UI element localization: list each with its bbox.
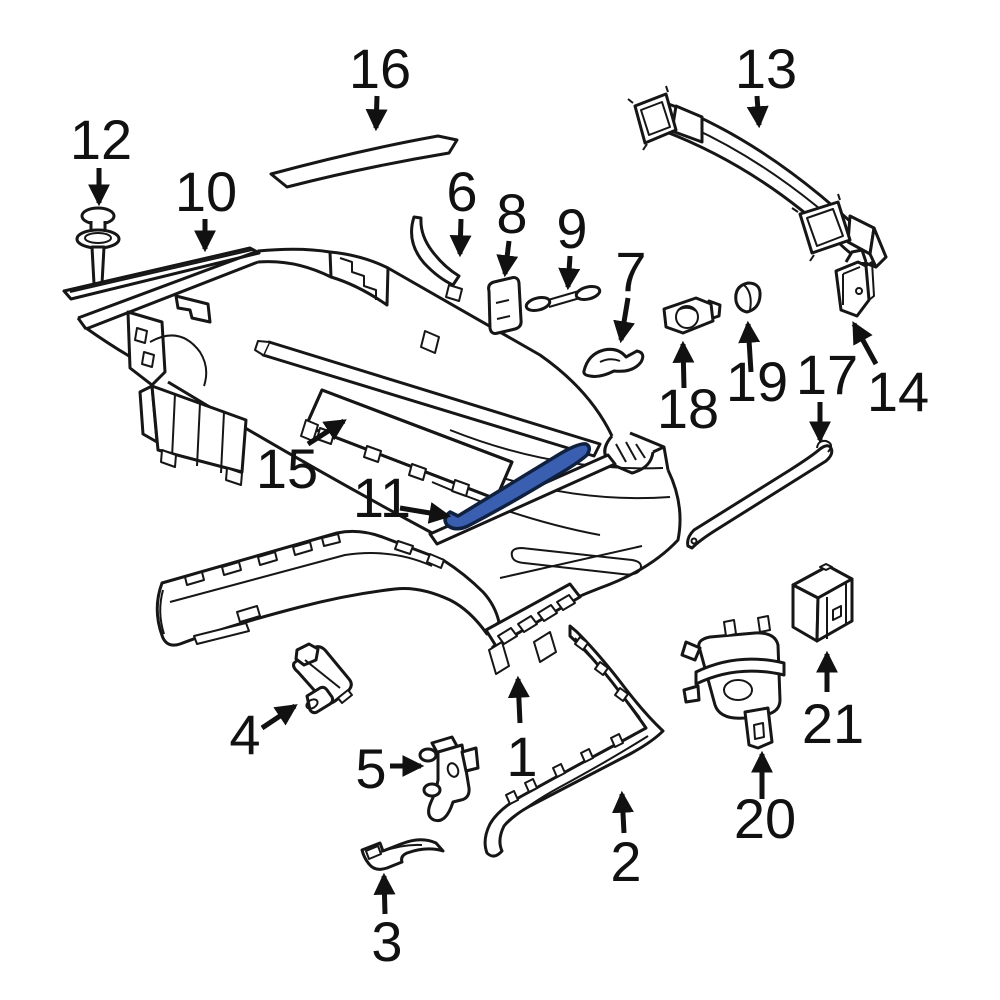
part-11-fill xyxy=(443,442,591,531)
callout-11: 11 xyxy=(353,466,411,529)
arrow-11 xyxy=(399,502,452,524)
arrow-1 xyxy=(507,675,530,724)
part-20-sensor-holder xyxy=(680,615,786,750)
callout-arrows xyxy=(87,95,879,915)
callout-1: 1 xyxy=(506,725,537,788)
callout-5: 5 xyxy=(355,737,386,800)
part-10-upper-shield xyxy=(62,246,261,301)
part-9-wire-link xyxy=(524,284,602,313)
callout-15: 15 xyxy=(256,437,318,500)
part-17-side-strip xyxy=(686,439,834,550)
callout-17: 17 xyxy=(796,343,858,406)
part-8-pad xyxy=(487,276,523,335)
arrow-3 xyxy=(373,872,396,915)
callout-14: 14 xyxy=(867,360,929,423)
bumper-cover xyxy=(76,247,682,650)
callout-6: 6 xyxy=(446,160,477,223)
callout-18: 18 xyxy=(657,377,719,440)
part-12-push-pin xyxy=(75,206,121,286)
part-7-bracket xyxy=(582,347,645,378)
arrow-2 xyxy=(611,790,634,834)
arrow-7 xyxy=(613,297,635,344)
callout-labels: 1 2 3 4 5 6 7 8 9 10 11 12 13 14 15 16 1… xyxy=(70,37,929,973)
part-5-bracket xyxy=(418,735,480,823)
part-19-cap xyxy=(734,281,762,314)
arrow-4 xyxy=(260,703,298,731)
arrow-8 xyxy=(496,240,519,278)
callout-9: 9 xyxy=(556,197,587,260)
part-21-box-bracket xyxy=(791,563,854,643)
arrow-19 xyxy=(738,320,761,373)
arrow-16 xyxy=(365,95,388,132)
callout-20: 20 xyxy=(734,787,796,850)
arrow-9 xyxy=(558,255,581,291)
part-14-bracket xyxy=(834,248,875,318)
callout-13: 13 xyxy=(735,37,797,100)
part-6-corner-wedge xyxy=(410,215,463,302)
arrow-13 xyxy=(746,95,769,129)
arrow-6 xyxy=(449,218,472,258)
callout-4: 4 xyxy=(229,703,260,766)
callout-3: 3 xyxy=(371,910,402,973)
part-13-impact-bar xyxy=(627,85,888,269)
callout-21: 21 xyxy=(802,692,864,755)
part-11-highlighted-trim xyxy=(443,442,591,531)
callout-7: 7 xyxy=(615,240,646,303)
part-3-bracket xyxy=(360,838,445,871)
part-4-bracket xyxy=(292,642,353,715)
callout-12: 12 xyxy=(70,108,132,171)
callout-10: 10 xyxy=(175,160,237,223)
arrow-14 xyxy=(851,321,879,366)
part-16-upper-molding xyxy=(269,134,459,189)
part-18-sensor xyxy=(662,296,722,335)
callout-2: 2 xyxy=(610,830,641,893)
callout-8: 8 xyxy=(496,182,527,245)
arrow-15 xyxy=(306,418,347,447)
callout-19: 19 xyxy=(726,350,788,413)
part-2-valance-molding xyxy=(483,624,665,858)
lower-closeout-band xyxy=(484,582,582,675)
bumper-cover-lower-wing xyxy=(155,529,501,647)
arrow-18 xyxy=(672,340,695,389)
callout-16: 16 xyxy=(349,37,411,100)
